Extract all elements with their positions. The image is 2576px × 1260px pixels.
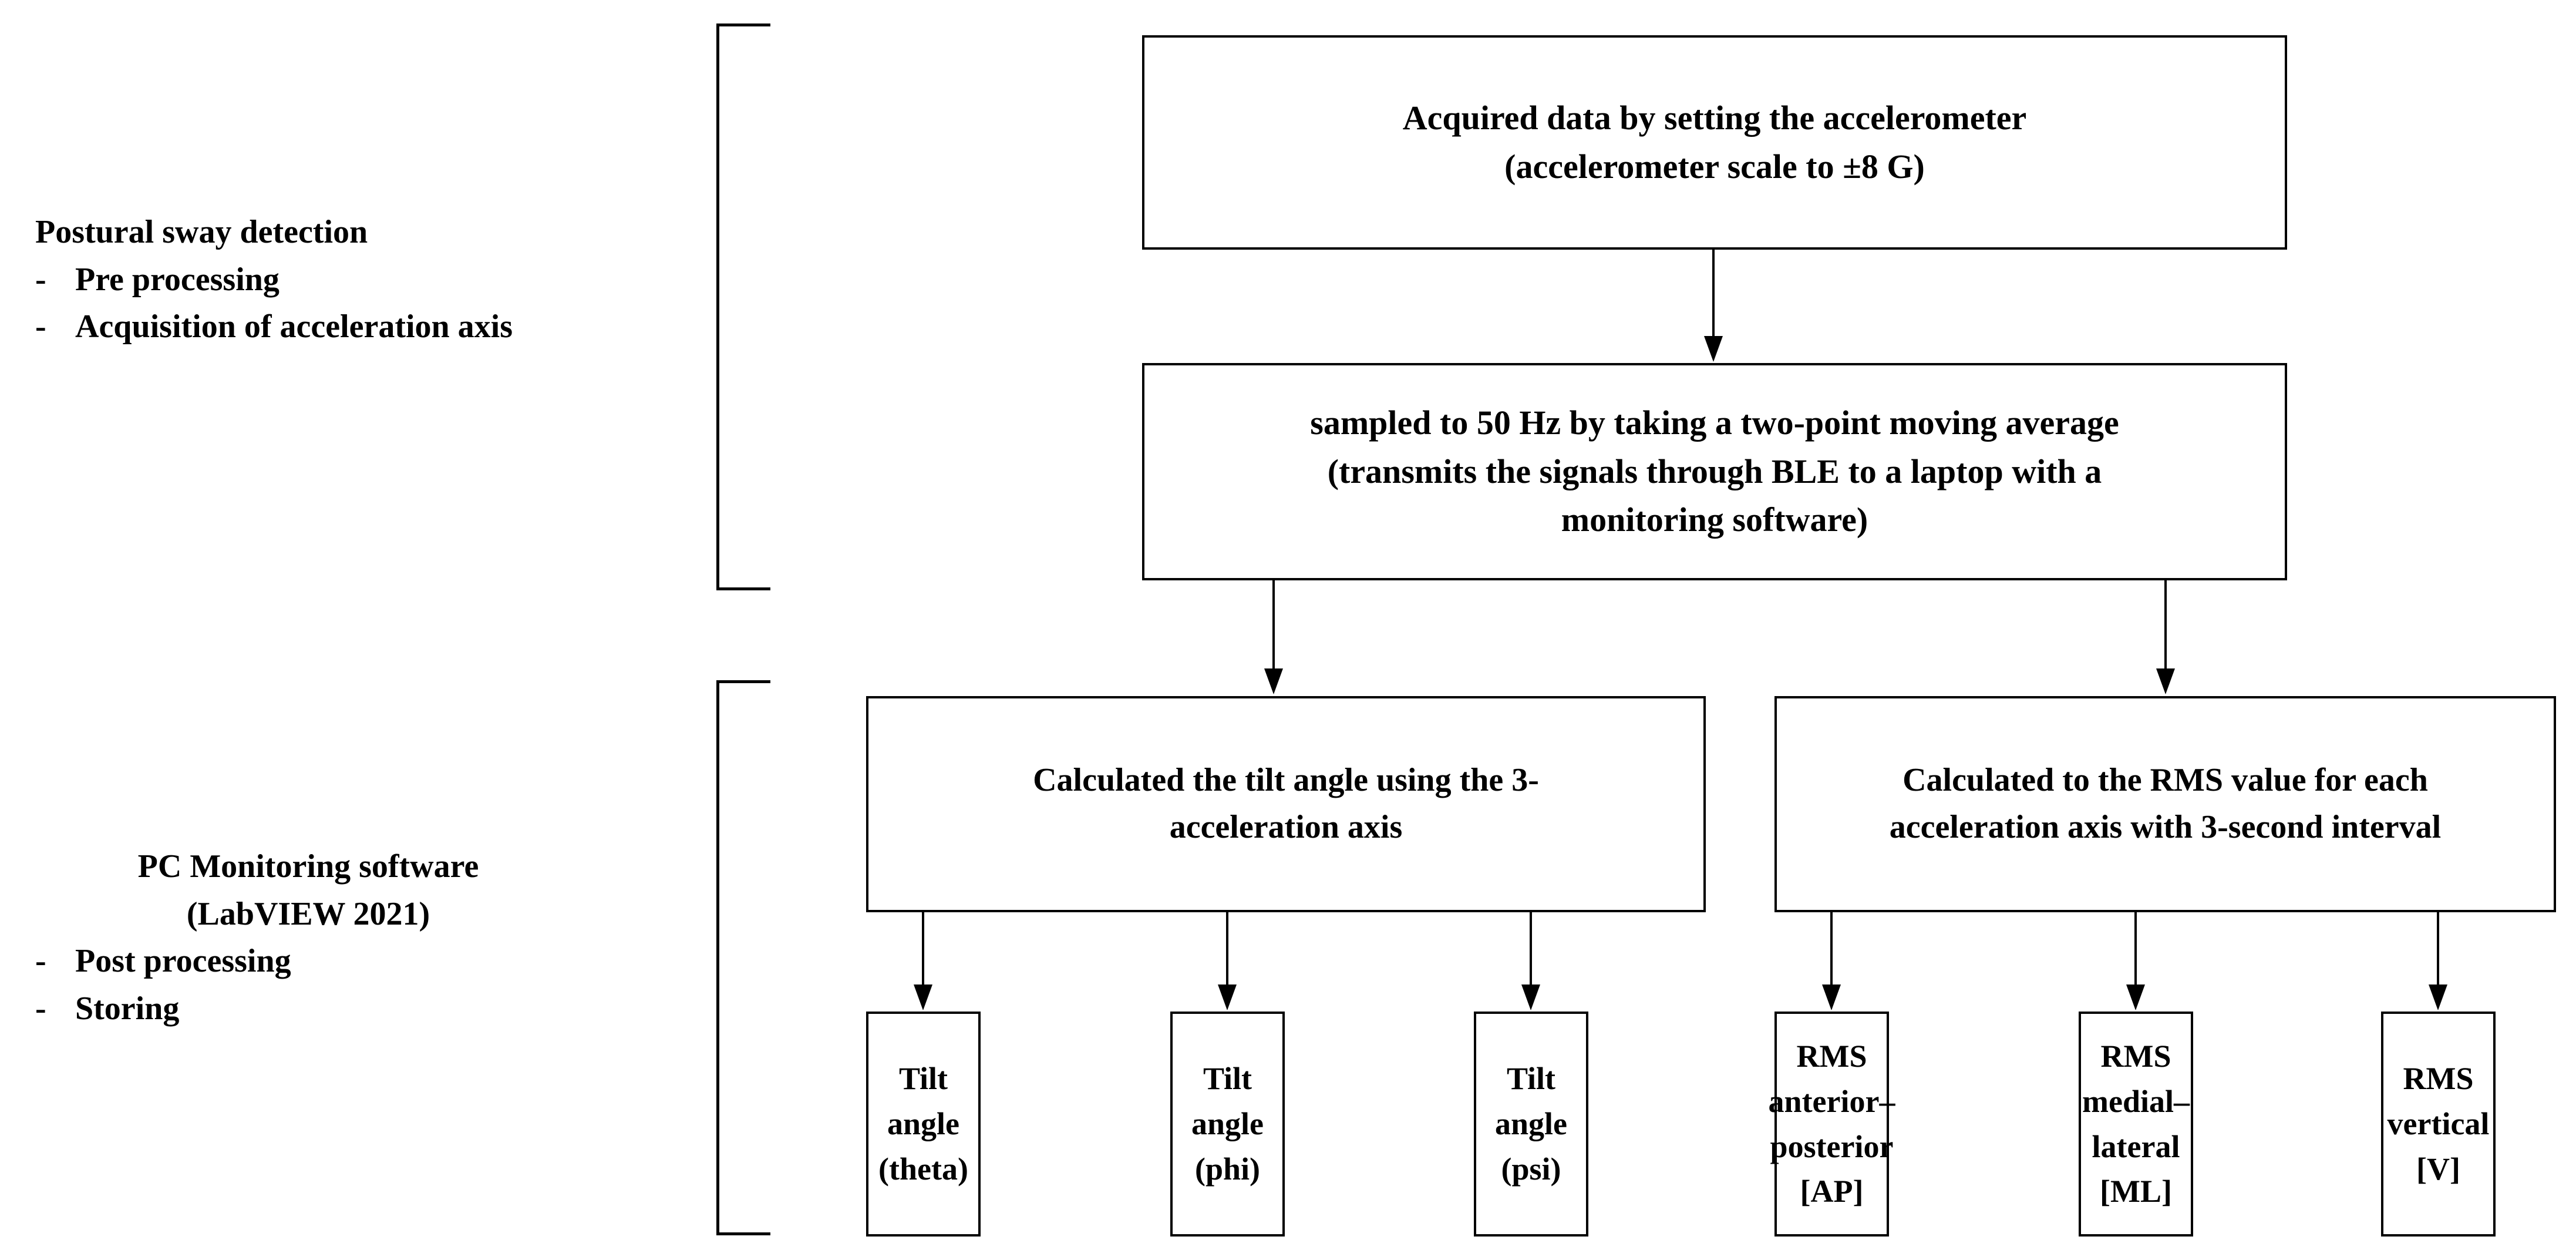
node-calculate-rms: Calculated to the RMS value for each acc… [1774,696,2556,912]
group-label-pc-monitoring-software: PC Monitoring software (LabVIEW 2021) - … [35,843,669,1033]
bullet-item: - Acquisition of acceleration axis [35,303,669,351]
node-label: Acquired data by setting the acceleromet… [1402,99,2027,186]
arrow-head-icon [1218,985,1237,1010]
connector-rms-calc-to-ml [2134,911,2137,986]
node-label: Tilt angle (psi) [1494,1061,1567,1187]
bullet-item: - Pre processing [35,256,669,304]
bracket-top-arm [716,23,770,26]
bracket-top-arm [716,680,770,683]
arrow-head-icon [914,985,932,1010]
node-label: RMS medial– lateral [ML] [2082,1039,2190,1209]
arrow-head-icon [2156,668,2175,694]
node-tilt-angle-phi: Tilt angle (phi) [1170,1012,1285,1237]
connector-rms-calc-to-v [2437,911,2439,986]
arrow-head-icon [2126,985,2145,1010]
arrow-head-icon [1521,985,1540,1010]
arrow-head-icon [1264,668,1283,694]
node-label: Calculated to the RMS value for each acc… [1889,762,2442,845]
bullet-marker: - [35,943,46,980]
node-tilt-angle-theta: Tilt angle (theta) [866,1012,981,1237]
bracket-postural-sway-detection [716,23,770,590]
group-label-postural-sway-detection: Postural sway detection - Pre processing… [35,209,669,351]
node-acquired-data: Acquired data by setting the acceleromet… [1142,35,2287,250]
node-label: RMS anterior– posterior [AP] [1768,1039,1895,1209]
bullet-label: Post processing [75,943,291,980]
connector-sampling-to-rms-calc [2164,579,2167,670]
node-sampled-50hz: sampled to 50 Hz by taking a two-point m… [1142,363,2287,580]
node-rms-medial-lateral: RMS medial– lateral [ML] [2079,1012,2193,1237]
node-calculate-tilt-angle: Calculated the tilt angle using the 3- a… [866,696,1706,912]
connector-acquire-to-sampling [1712,250,1715,338]
group-heading-line2: (LabVIEW 2021) [186,895,430,932]
bullet-marker: - [35,261,46,298]
node-rms-vertical: RMS vertical [V] [2381,1012,2496,1237]
node-label: Tilt angle (theta) [878,1061,968,1187]
node-label: RMS vertical [V] [2387,1061,2490,1187]
bullet-label: Storing [75,990,180,1027]
bullet-label: Acquisition of acceleration axis [75,308,513,345]
bracket-pc-monitoring-software [716,680,770,1235]
node-label: Tilt angle (phi) [1191,1061,1264,1187]
arrow-head-icon [1822,985,1841,1010]
bracket-spine [716,23,719,590]
bullet-label: Pre processing [75,261,280,298]
bullet-marker: - [35,990,46,1027]
connector-tilt-calc-to-psi [1530,911,1532,986]
group-heading-line1: PC Monitoring software [137,848,479,885]
node-tilt-angle-psi: Tilt angle (psi) [1474,1012,1588,1237]
bracket-bottom-arm [716,587,770,590]
connector-tilt-calc-to-theta [922,911,924,986]
arrow-head-icon [2429,985,2447,1010]
node-label: Calculated the tilt angle using the 3- a… [1033,762,1539,845]
arrow-head-icon [1704,336,1723,362]
group-heading: Postural sway detection [35,214,368,250]
node-label: sampled to 50 Hz by taking a two-point m… [1310,404,2119,539]
bullet-item: - Storing [35,985,669,1033]
connector-tilt-calc-to-phi [1226,911,1228,986]
bullet-item: - Post processing [35,938,669,985]
connector-sampling-to-tilt-calc [1272,579,1275,670]
bracket-spine [716,680,719,1235]
bullet-marker: - [35,308,46,345]
node-rms-anterior-posterior: RMS anterior– posterior [AP] [1769,1012,1895,1237]
connector-rms-calc-to-ap [1830,911,1833,986]
bracket-bottom-arm [716,1232,770,1235]
